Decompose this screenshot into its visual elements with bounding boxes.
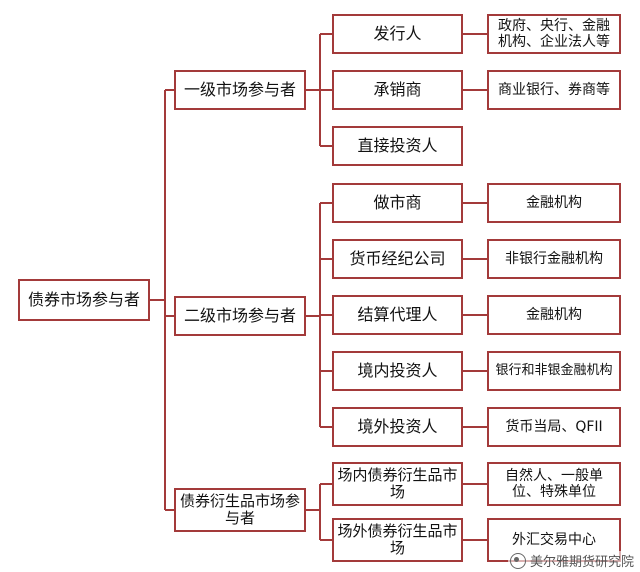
level1-label: 二级市场参与者 bbox=[183, 305, 296, 325]
level1-label: 债券衍生品市场参与者 bbox=[179, 491, 300, 527]
detail-market-maker: 金融机构 bbox=[487, 183, 621, 223]
detail-label: 金融机构 bbox=[526, 194, 582, 211]
detail-label: 外汇交易中心 bbox=[512, 531, 596, 548]
level1-label: 一级市场参与者 bbox=[183, 79, 296, 99]
node-label: 境内投资人 bbox=[357, 360, 438, 380]
level1-secondary-market: 二级市场参与者 bbox=[174, 296, 306, 336]
node-domestic-investor: 境内投资人 bbox=[332, 351, 463, 391]
detail-label: 金融机构 bbox=[526, 306, 582, 323]
wechat-icon bbox=[509, 552, 526, 569]
node-label: 承销商 bbox=[373, 79, 422, 99]
node-otc-derivatives: 场外债券衍生品市场 bbox=[332, 518, 463, 562]
node-foreign-investor: 境外投资人 bbox=[332, 407, 463, 447]
detail-label: 银行和非银金融机构 bbox=[495, 362, 613, 378]
node-label: 境外投资人 bbox=[357, 416, 438, 436]
detail-label: 货币当局、QFII bbox=[505, 418, 603, 435]
detail-money-broker: 非银行金融机构 bbox=[487, 239, 621, 279]
watermark-text: 美尔雅期货研究院 bbox=[529, 555, 634, 570]
node-issuer: 发行人 bbox=[332, 14, 463, 54]
detail-issuer: 政府、央行、金融机构、企业法人等 bbox=[487, 14, 621, 54]
detail-underwriter: 商业银行、券商等 bbox=[487, 70, 621, 110]
detail-label: 政府、央行、金融机构、企业法人等 bbox=[498, 17, 610, 50]
node-label: 场外债券衍生品市场 bbox=[337, 521, 458, 557]
node-label: 场内债券衍生品市场 bbox=[337, 465, 458, 501]
detail-exchange-derivatives: 自然人、一般单位、特殊单位 bbox=[487, 462, 621, 506]
detail-label: 商业银行、券商等 bbox=[498, 81, 610, 98]
node-money-broker: 货币经纪公司 bbox=[332, 239, 463, 279]
level1-primary-market: 一级市场参与者 bbox=[174, 70, 306, 110]
node-label: 做市商 bbox=[373, 192, 422, 212]
node-label: 直接投资人 bbox=[357, 135, 438, 155]
watermark: 美尔雅期货研究院 bbox=[507, 551, 636, 570]
node-exchange-derivatives: 场内债券衍生品市场 bbox=[332, 462, 463, 506]
node-market-maker: 做市商 bbox=[332, 183, 463, 223]
detail-label: 非银行金融机构 bbox=[505, 250, 603, 267]
level1-derivatives-market: 债券衍生品市场参与者 bbox=[174, 488, 306, 532]
node-label: 结算代理人 bbox=[357, 304, 438, 324]
root-node: 债券市场参与者 bbox=[18, 279, 150, 321]
detail-domestic-investor: 银行和非银金融机构 bbox=[487, 351, 621, 391]
node-settlement-agent: 结算代理人 bbox=[332, 295, 463, 335]
node-label: 发行人 bbox=[373, 23, 422, 43]
detail-settlement-agent: 金融机构 bbox=[487, 295, 621, 335]
detail-foreign-investor: 货币当局、QFII bbox=[487, 407, 621, 447]
node-underwriter: 承销商 bbox=[332, 70, 463, 110]
root-label: 债券市场参与者 bbox=[27, 289, 140, 309]
detail-label: 自然人、一般单位、特殊单位 bbox=[505, 467, 603, 500]
node-direct-investor: 直接投资人 bbox=[332, 126, 463, 166]
node-label: 货币经纪公司 bbox=[349, 248, 446, 268]
